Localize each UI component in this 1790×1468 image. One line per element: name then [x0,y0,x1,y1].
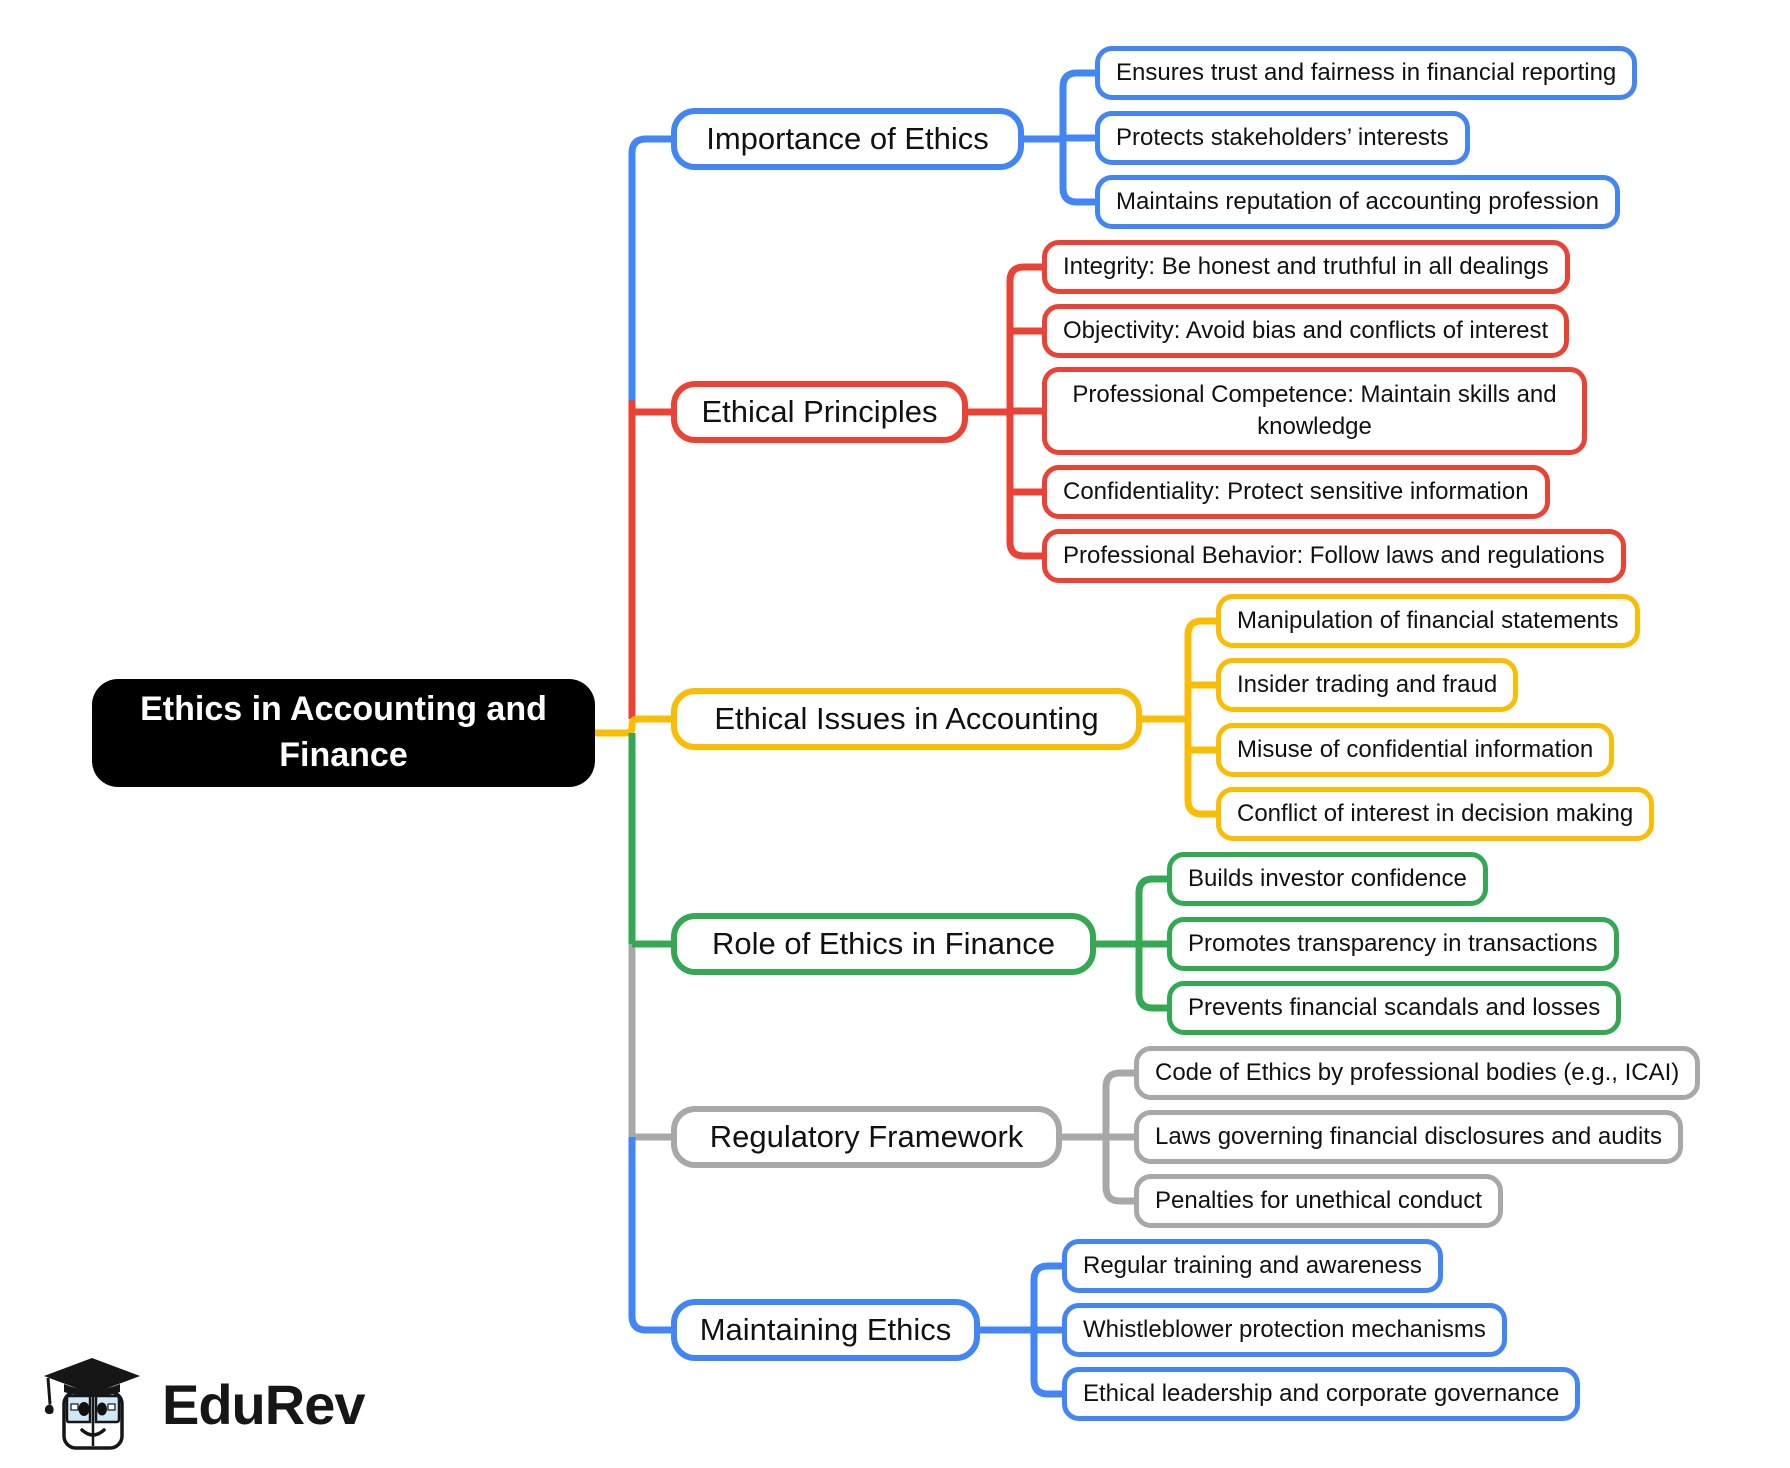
leaf-node: Professional Behavior: Follow laws and r… [1042,529,1626,583]
leaf-node: Whistleblower protection mechanisms [1062,1303,1507,1357]
leaf-node: Confidentiality: Protect sensitive infor… [1042,465,1550,519]
edurev-mascot-icon [44,1358,140,1450]
trunk-importance [628,135,671,400]
wires-importance [1024,69,1095,206]
trunk-issues-root-stub [595,715,671,737]
leaf-node: Manipulation of financial statements [1216,594,1640,648]
leaf-node: Laws governing financial disclosures and… [1134,1110,1683,1164]
leaf-node: Integrity: Be honest and truthful in all… [1042,240,1570,294]
wires-maintaining [980,1262,1062,1398]
branch-maintaining-ethics: Maintaining Ethics [671,1299,980,1361]
trunk-role [628,733,671,948]
leaf-node: Insider trading and fraud [1216,658,1519,712]
edurev-logo: EduRev [40,1352,365,1456]
trunk-principles [628,400,671,719]
branch-ethical-principles: Ethical Principles [671,381,968,443]
leaf-node: Protects stakeholders’ interests [1095,111,1470,165]
leaf-node: Builds investor confidence [1167,852,1488,906]
leaf-node: Code of Ethics by professional bodies (e… [1134,1046,1701,1100]
leaf-node: Maintains reputation of accounting profe… [1095,175,1620,229]
trunk-regulatory [628,944,671,1141]
edurev-brand-text: EduRev [162,1372,365,1436]
leaf-node: Regular training and awareness [1062,1239,1443,1293]
leaf-node: Prevents financial scandals and losses [1167,981,1622,1035]
leaf-node: Professional Competence: Maintain skills… [1042,367,1587,455]
branch-regulatory-framework: Regulatory Framework [671,1106,1062,1168]
leaf-node: Objectivity: Avoid bias and conflicts of… [1042,304,1570,358]
wires-role [1096,875,1167,1012]
leaf-node: Ensures trust and fairness in financial … [1095,46,1638,100]
branch-importance-of-ethics: Importance of Ethics [671,108,1024,170]
trunk-maintaining [628,1137,671,1334]
leaf-node: Conflict of interest in decision making [1216,787,1655,841]
leaf-node: Penalties for unethical conduct [1134,1174,1503,1228]
wires-principles [968,263,1042,560]
root-node: Ethics in Accounting and Finance [92,679,595,787]
branch-ethical-issues-accounting: Ethical Issues in Accounting [671,688,1142,750]
leaf-node: Ethical leadership and corporate governa… [1062,1367,1581,1421]
wires-issues [1142,617,1216,818]
leaf-node: Promotes transparency in transactions [1167,917,1619,971]
wires-regulatory [1062,1069,1134,1205]
leaf-node: Misuse of confidential information [1216,723,1615,777]
branch-role-of-ethics-finance: Role of Ethics in Finance [671,913,1096,975]
